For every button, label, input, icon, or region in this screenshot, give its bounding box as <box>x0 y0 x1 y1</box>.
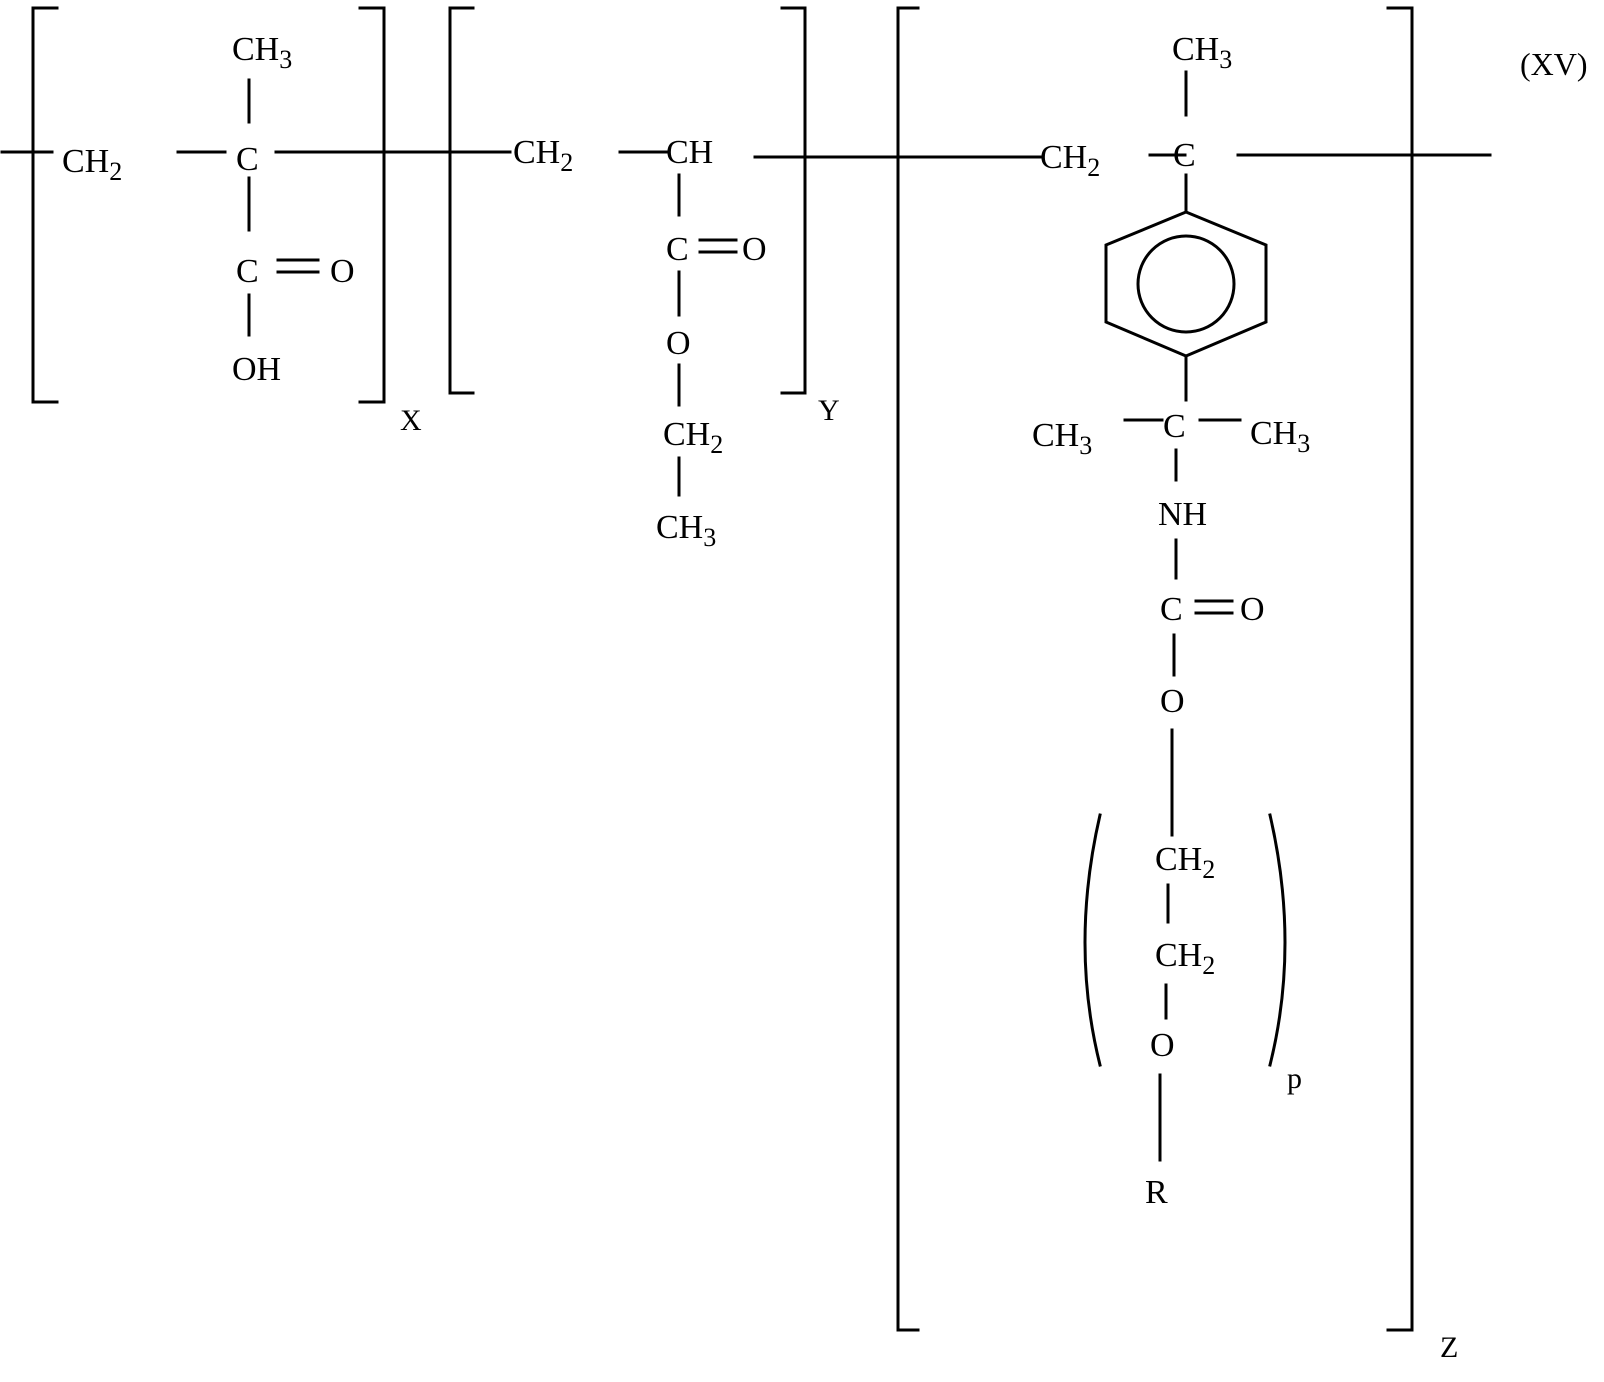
benzene-aromatic-circle <box>1138 236 1234 332</box>
z-ch3-right: CH3 <box>1250 415 1310 458</box>
unit-z: CH2 C CH3 CH3 C CH3 NH C O <box>898 8 1458 1364</box>
z-ch3-top: CH3 <box>1172 31 1232 74</box>
x-oh-label: OH <box>232 351 281 388</box>
z-peg-ch2-1: CH2 <box>1155 841 1215 884</box>
x-ch2-label: CH2 <box>62 143 122 186</box>
paren-p-right <box>1270 815 1285 1065</box>
z-ch3-left: CH3 <box>1032 417 1092 460</box>
z-peg-ch2-2: CH2 <box>1155 937 1215 980</box>
y-ch2-ethyl: CH2 <box>663 416 723 459</box>
bracket-y-right <box>782 8 805 393</box>
z-r-group: R <box>1145 1174 1168 1211</box>
paren-p-left <box>1085 815 1100 1065</box>
z-nh-label: NH <box>1158 496 1207 533</box>
y-ch-label: CH <box>666 134 713 171</box>
x-ch3-label: CH3 <box>232 31 292 74</box>
z-repeat-index: p <box>1287 1062 1302 1095</box>
unit-y: CH2 CH C O O CH2 CH3 Y <box>450 8 840 552</box>
y-carbonyl-c: C <box>666 231 689 268</box>
z-ester-o: O <box>1160 683 1185 720</box>
bracket-x-left <box>33 8 57 402</box>
formula-label: (XV) <box>1520 46 1588 82</box>
unit-x: CH2 C CH3 C O OH X <box>33 8 422 437</box>
x-carbonyl-c: C <box>236 253 259 290</box>
y-carbonyl-o: O <box>742 231 767 268</box>
y-index-label: Y <box>818 394 840 427</box>
x-c-center: C <box>236 141 259 178</box>
bracket-z-left <box>898 8 918 1330</box>
bracket-x-right <box>360 8 384 402</box>
benzene-ring <box>1106 212 1266 356</box>
bracket-y-left <box>450 8 473 393</box>
x-index-label: X <box>400 404 422 437</box>
z-ch2-label: CH2 <box>1040 139 1100 182</box>
z-peg-o: O <box>1150 1027 1175 1064</box>
y-ester-o: O <box>666 325 691 362</box>
x-carbonyl-o: O <box>330 253 355 290</box>
y-ch3-label: CH3 <box>656 509 716 552</box>
z-c-center: C <box>1173 137 1196 174</box>
bracket-z-right <box>1388 8 1412 1330</box>
z-c-quaternary: C <box>1163 408 1186 445</box>
backbone-bonds <box>2 152 1490 157</box>
z-carbonyl-o: O <box>1240 591 1265 628</box>
z-index-label: Z <box>1440 1331 1458 1364</box>
y-ch2-label: CH2 <box>513 134 573 177</box>
z-carbonyl-c: C <box>1160 591 1183 628</box>
